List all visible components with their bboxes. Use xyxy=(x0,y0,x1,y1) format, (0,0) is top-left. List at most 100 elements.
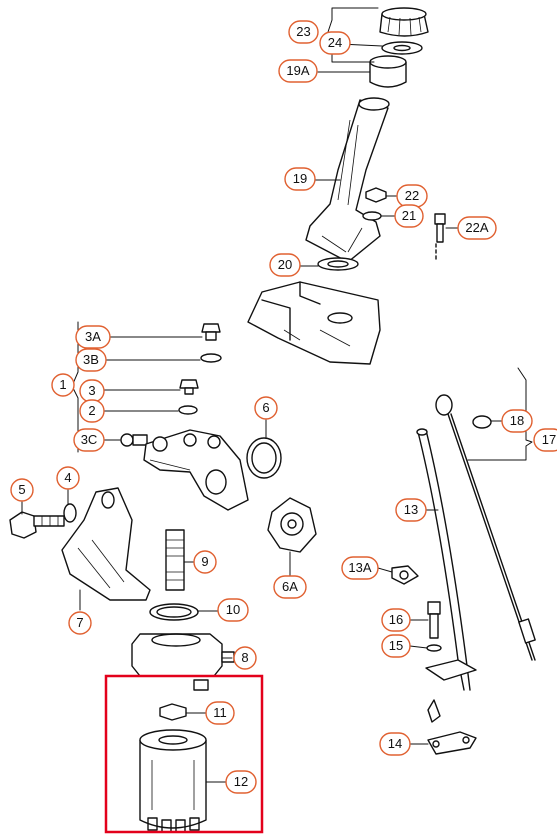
part-2-washer[interactable] xyxy=(178,405,198,415)
svg-text:23: 23 xyxy=(296,24,310,39)
part-20-gasket[interactable] xyxy=(317,257,359,271)
part-19A-sleeve[interactable] xyxy=(369,55,407,88)
svg-text:7: 7 xyxy=(76,615,83,630)
part-3B-washer[interactable] xyxy=(200,353,222,363)
callout-22A[interactable]: 22A xyxy=(457,216,497,240)
part-13-dipstick-guide-tube[interactable] xyxy=(416,428,471,691)
callout-8[interactable]: 8 xyxy=(233,646,257,670)
callout-3A[interactable]: 3A xyxy=(75,325,111,349)
callout-11[interactable]: 11 xyxy=(205,701,235,725)
svg-text:5: 5 xyxy=(18,482,25,497)
svg-text:1: 1 xyxy=(59,377,66,392)
svg-text:22A: 22A xyxy=(465,220,488,235)
part-19-oil-filler-neck[interactable] xyxy=(305,97,390,263)
svg-text:4: 4 xyxy=(64,470,71,485)
leader-lines xyxy=(21,7,533,783)
cylinder-head-cover xyxy=(247,281,381,365)
highlight-box xyxy=(104,674,264,834)
svg-text:21: 21 xyxy=(402,208,416,223)
callout-19A[interactable]: 19A xyxy=(278,59,318,83)
svg-text:24: 24 xyxy=(328,35,342,50)
svg-text:9: 9 xyxy=(201,554,208,569)
svg-text:14: 14 xyxy=(388,736,402,751)
callout-6[interactable]: 6 xyxy=(254,396,278,420)
part-13A-clamp[interactable] xyxy=(391,565,419,585)
svg-text:6: 6 xyxy=(262,400,269,415)
callout-13[interactable]: 13 xyxy=(395,498,427,522)
part-14-gasket[interactable] xyxy=(427,731,477,755)
part-6-o-ring[interactable] xyxy=(246,437,282,479)
svg-text:13: 13 xyxy=(404,502,418,517)
part-5-bolt[interactable] xyxy=(9,511,65,539)
svg-text:22: 22 xyxy=(405,188,419,203)
part-22A-bolt[interactable] xyxy=(434,213,446,263)
part-15-washer[interactable] xyxy=(426,644,442,652)
part-23-oil-filler-cap[interactable] xyxy=(379,7,429,37)
callout-16[interactable]: 16 xyxy=(381,608,411,632)
tube-bracket xyxy=(425,659,477,723)
callout-2[interactable]: 2 xyxy=(79,399,105,423)
callout-9[interactable]: 9 xyxy=(193,550,217,574)
part-17-dipstick[interactable] xyxy=(435,394,536,661)
svg-text:10: 10 xyxy=(226,602,240,617)
callout-20[interactable]: 20 xyxy=(269,253,301,277)
svg-text:3C: 3C xyxy=(81,432,98,447)
part-8-oil-cooler[interactable] xyxy=(131,633,235,691)
callout-19[interactable]: 19 xyxy=(284,167,316,191)
callout-14[interactable]: 14 xyxy=(379,732,411,756)
svg-text:17: 17 xyxy=(542,432,556,447)
part-21-washer[interactable] xyxy=(362,211,382,221)
svg-text:8: 8 xyxy=(241,650,248,665)
svg-text:2: 2 xyxy=(88,403,95,418)
svg-text:16: 16 xyxy=(389,612,403,627)
part-6A-seal[interactable] xyxy=(267,497,317,553)
svg-text:3: 3 xyxy=(88,383,95,398)
callout-6A[interactable]: 6A xyxy=(273,575,307,599)
callout-7[interactable]: 7 xyxy=(68,611,92,635)
callout-12[interactable]: 12 xyxy=(225,770,257,794)
svg-text:3A: 3A xyxy=(85,329,101,344)
part-10-o-ring[interactable] xyxy=(149,603,199,621)
part-24-seal[interactable] xyxy=(381,41,423,55)
callout-labels: 23 24 19A 19 22 21 22A 20 3A 3B 1 3 2 3C… xyxy=(10,20,557,794)
svg-text:19: 19 xyxy=(293,171,307,186)
callout-3C[interactable]: 3C xyxy=(73,428,105,452)
part-16-bolt[interactable] xyxy=(427,601,441,639)
svg-text:6A: 6A xyxy=(282,579,298,594)
callout-13A[interactable]: 13A xyxy=(341,556,379,580)
part-22-nut[interactable] xyxy=(365,187,387,203)
svg-text:12: 12 xyxy=(234,774,248,789)
callout-4[interactable]: 4 xyxy=(56,466,80,490)
part-7-bracket[interactable] xyxy=(61,487,151,601)
svg-text:3B: 3B xyxy=(83,352,99,367)
callout-24[interactable]: 24 xyxy=(319,31,351,55)
svg-text:18: 18 xyxy=(510,413,524,428)
part-4-seal[interactable] xyxy=(63,503,77,523)
callout-21[interactable]: 21 xyxy=(394,204,424,228)
part-9-threaded-pipe[interactable] xyxy=(165,529,185,591)
part-18-seal[interactable] xyxy=(472,415,492,429)
callout-3[interactable]: 3 xyxy=(79,379,105,403)
callout-3B[interactable]: 3B xyxy=(75,348,107,372)
part-3C-oil-pressure-switch[interactable] xyxy=(120,433,148,447)
callout-10[interactable]: 10 xyxy=(217,598,249,622)
part-1-oil-filter-bracket[interactable] xyxy=(143,429,249,511)
part-3-plug[interactable] xyxy=(179,379,199,395)
svg-text:11: 11 xyxy=(213,705,227,720)
part-12-oil-filter[interactable] xyxy=(139,729,207,833)
part-11-nut[interactable] xyxy=(159,703,187,721)
callout-22[interactable]: 22 xyxy=(396,184,428,208)
callout-18[interactable]: 18 xyxy=(501,409,533,433)
callout-5[interactable]: 5 xyxy=(10,478,34,502)
callout-17[interactable]: 17 xyxy=(533,428,557,452)
callout-1[interactable]: 1 xyxy=(51,373,75,397)
svg-text:19A: 19A xyxy=(286,63,309,78)
svg-text:20: 20 xyxy=(278,257,292,272)
svg-text:13A: 13A xyxy=(348,560,371,575)
svg-text:15: 15 xyxy=(389,638,403,653)
part-3A-plug[interactable] xyxy=(201,323,221,341)
callout-15[interactable]: 15 xyxy=(381,634,411,658)
callout-23[interactable]: 23 xyxy=(288,20,319,44)
